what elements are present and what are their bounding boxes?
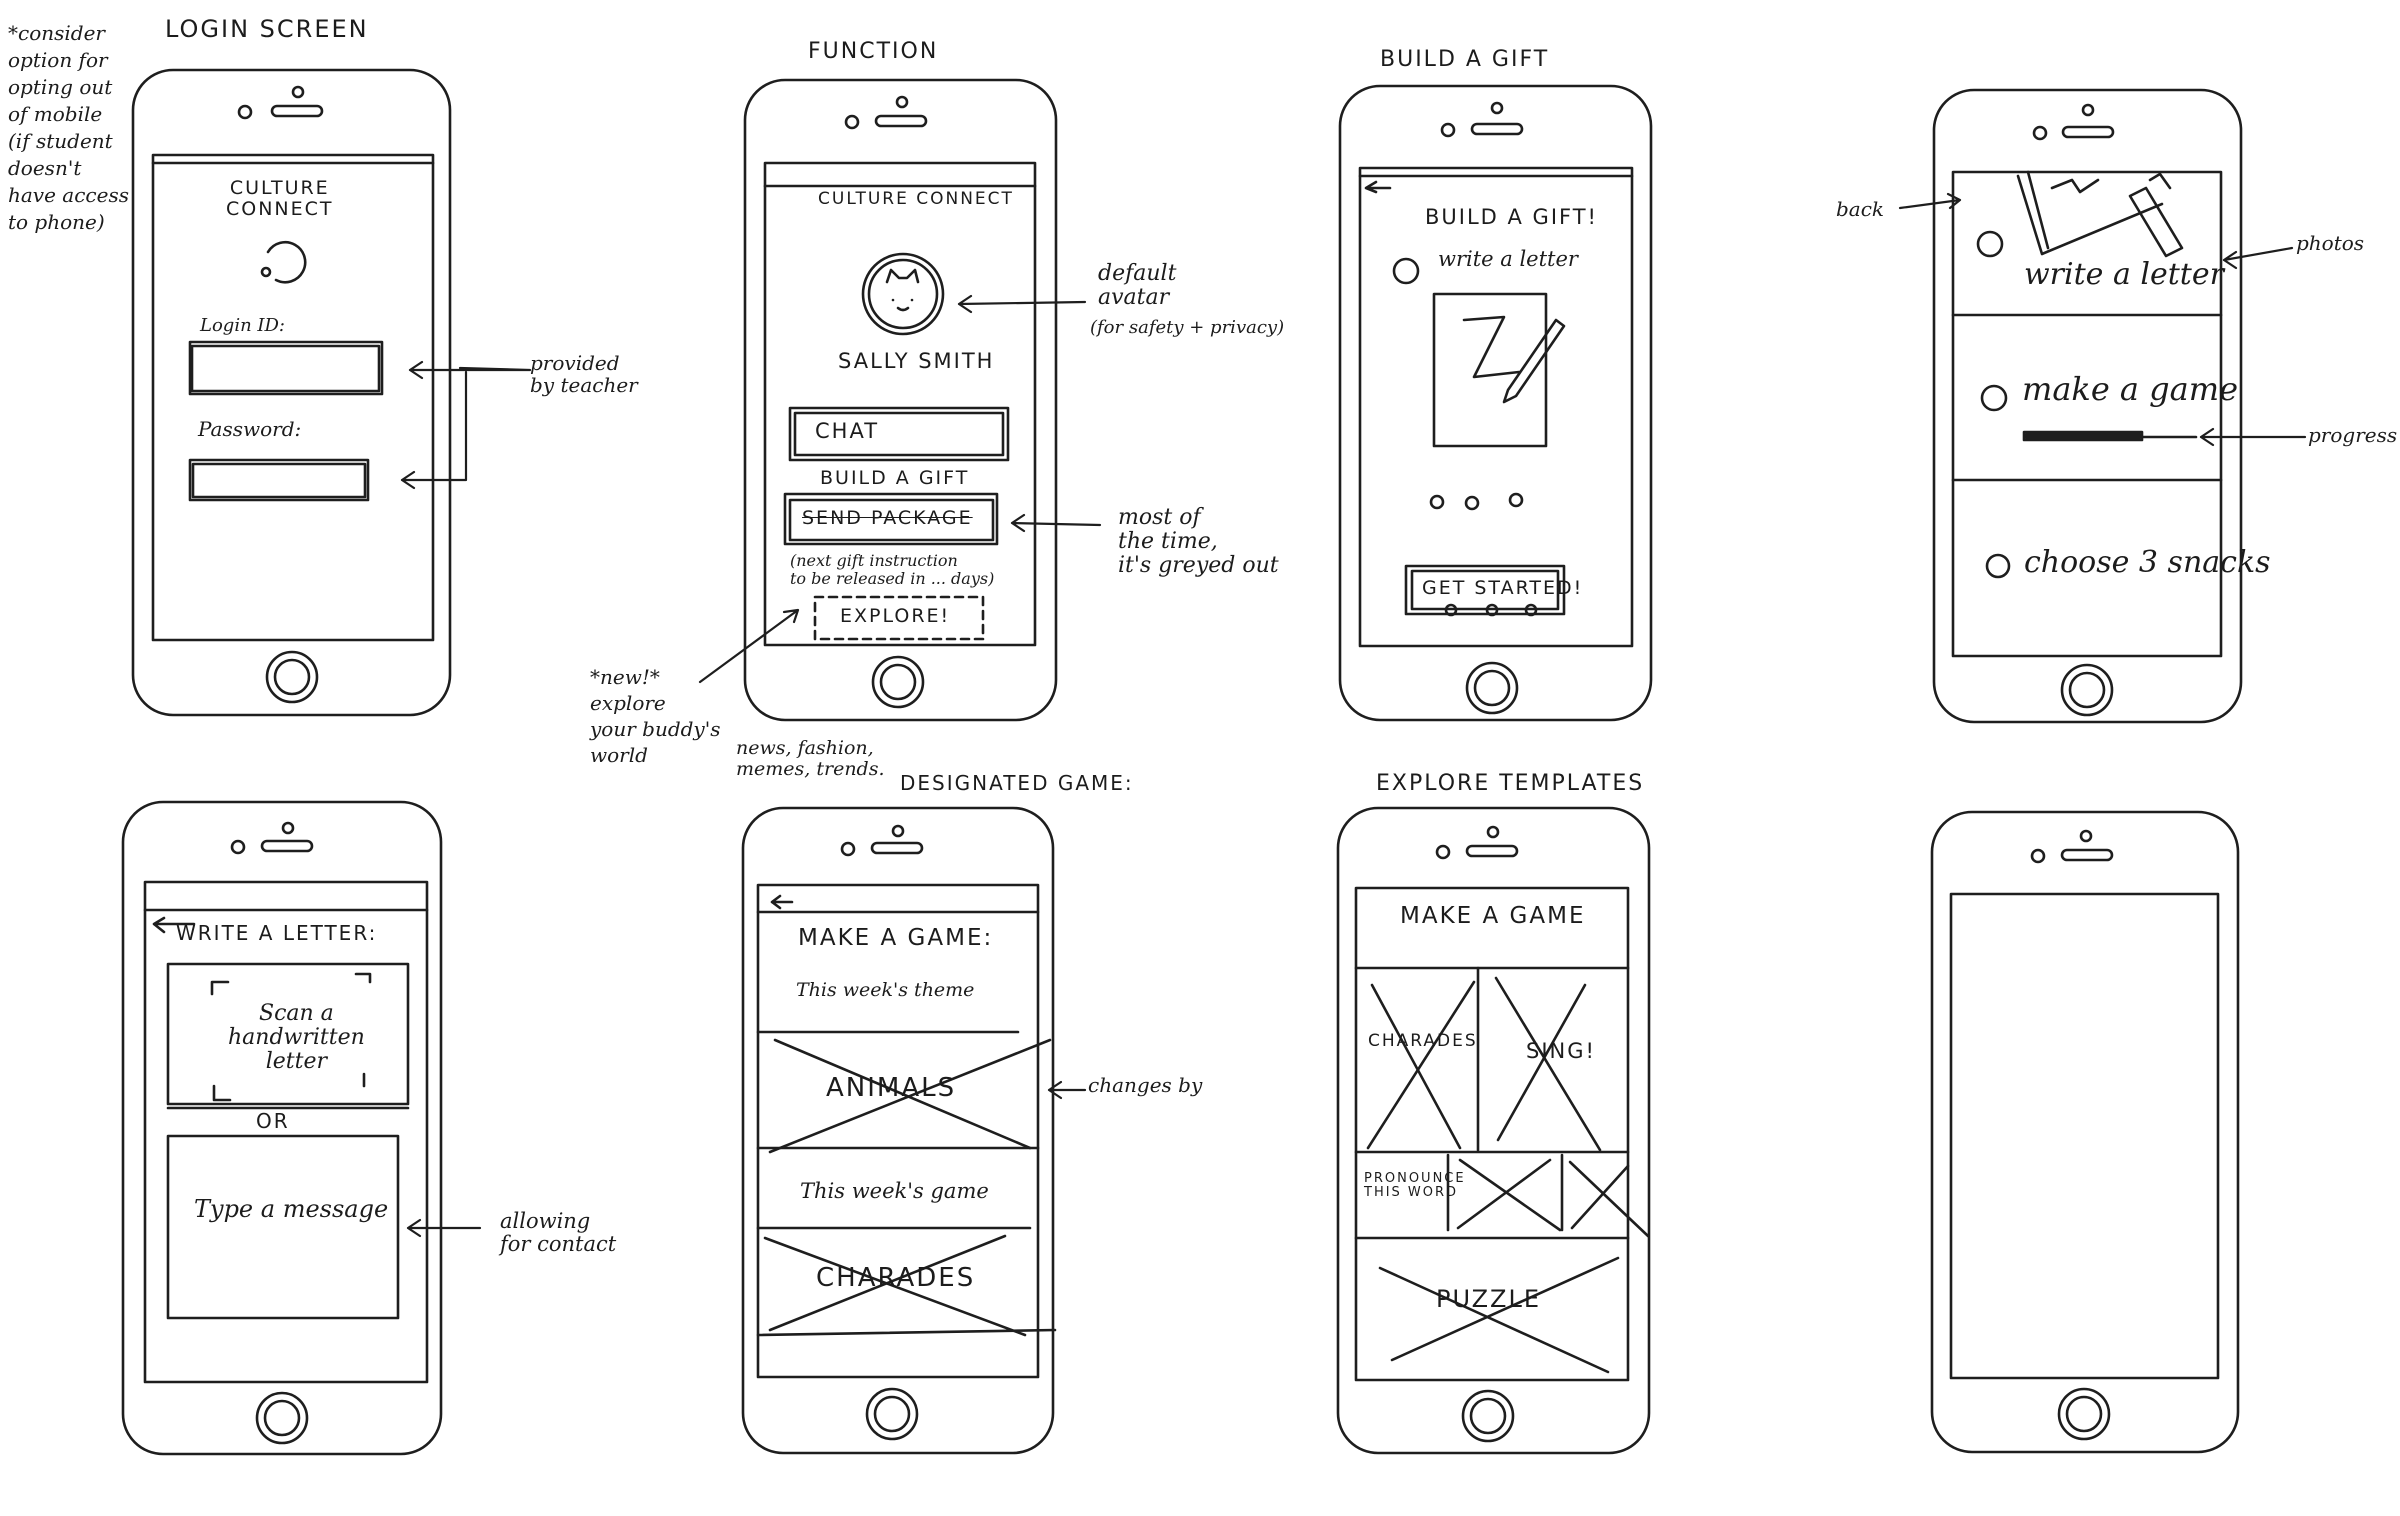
chat-button-label: CHAT — [815, 419, 880, 443]
note-explore-buddy-world: *new!* explore your buddy's world — [590, 665, 721, 767]
explore-button-label: EXPLORE! — [840, 605, 951, 627]
caption-build-gift: BUILD A GIFT — [1380, 47, 1550, 72]
step-write-letter: write a letter — [2024, 257, 2224, 292]
build-gift-step: write a letter — [1438, 247, 1578, 271]
make-game-title: MAKE A GAME: — [798, 925, 994, 951]
phone-write-letter — [121, 800, 443, 1456]
note-photos: photos — [2296, 231, 2365, 255]
annotation-arrows — [400, 192, 2307, 1238]
game-label: This week's game — [800, 1179, 989, 1203]
login-app-title: CULTURE CONNECT — [226, 177, 334, 220]
note-consider-opt-out: *consider option for opting out of mobil… — [8, 21, 129, 234]
note-progress: progress — [2308, 423, 2398, 447]
avatar-name: SALLY SMITH — [838, 349, 995, 373]
explore-make-game-title: MAKE A GAME — [1400, 903, 1586, 929]
phone-explore-templates — [1336, 806, 1651, 1455]
function-app-title: CULTURE CONNECT — [818, 189, 1014, 209]
phone-blank — [1930, 810, 2240, 1454]
note-changes-by: changes by — [1088, 1073, 1203, 1097]
theme-label: This week's theme — [796, 979, 975, 1001]
caption-explore-templates: EXPLORE TEMPLATES — [1376, 771, 1645, 796]
phone-login — [131, 68, 452, 717]
phone-function — [743, 78, 1058, 722]
next-gift-note: (next gift instruction to be released in… — [790, 551, 995, 588]
note-greyed-out: most of the time, it's greyed out — [1118, 505, 1279, 579]
note-news-fashion: news, fashion, memes, trends. — [736, 737, 885, 780]
note-back: back — [1836, 197, 1885, 221]
build-gift-title: BUILD A GIFT! — [1425, 205, 1598, 229]
caption-function: FUNCTION — [808, 39, 939, 64]
template-sing: SING! — [1526, 1039, 1596, 1063]
theme-animals: ANIMALS — [826, 1073, 957, 1103]
caption-designated-game: DESIGNATED GAME: — [900, 771, 1134, 795]
get-started-label: GET STARTED! — [1422, 577, 1584, 599]
caption-login: LOGIN SCREEN — [165, 15, 369, 43]
scan-letter-label: Scan a handwritten letter — [228, 1001, 365, 1075]
template-charades: CHARADES — [1368, 1031, 1478, 1051]
send-package-struck-label: SEND PACKAGE — [802, 507, 973, 529]
note-allowing-contact: allowing for contact — [500, 1209, 617, 1257]
game-charades: CHARADES — [816, 1263, 976, 1293]
or-divider: OR — [256, 1109, 290, 1133]
password-label: Password: — [198, 417, 302, 441]
phone-designated-game — [741, 806, 1057, 1455]
phone-build-gift — [1338, 84, 1653, 722]
write-letter-title: WRITE A LETTER: — [176, 921, 378, 945]
note-default-avatar: default avatar — [1098, 261, 1177, 311]
login-id-label: Login ID: — [200, 315, 285, 336]
template-puzzle: PUZZLE — [1436, 1285, 1542, 1313]
phone-steps — [1932, 88, 2243, 724]
step-make-game: make a game — [2022, 370, 2239, 408]
note-provided-by-teacher: provided by teacher — [530, 351, 638, 397]
step-choose-snacks: choose 3 snacks — [2024, 545, 2271, 580]
template-pronounce: PRONOUNCE THIS WORD — [1364, 1171, 1466, 1201]
note-safety-privacy: (for safety + privacy) — [1090, 317, 1285, 338]
type-message-label: Type a message — [194, 1195, 389, 1223]
build-gift-button-label: BUILD A GIFT — [820, 467, 970, 489]
